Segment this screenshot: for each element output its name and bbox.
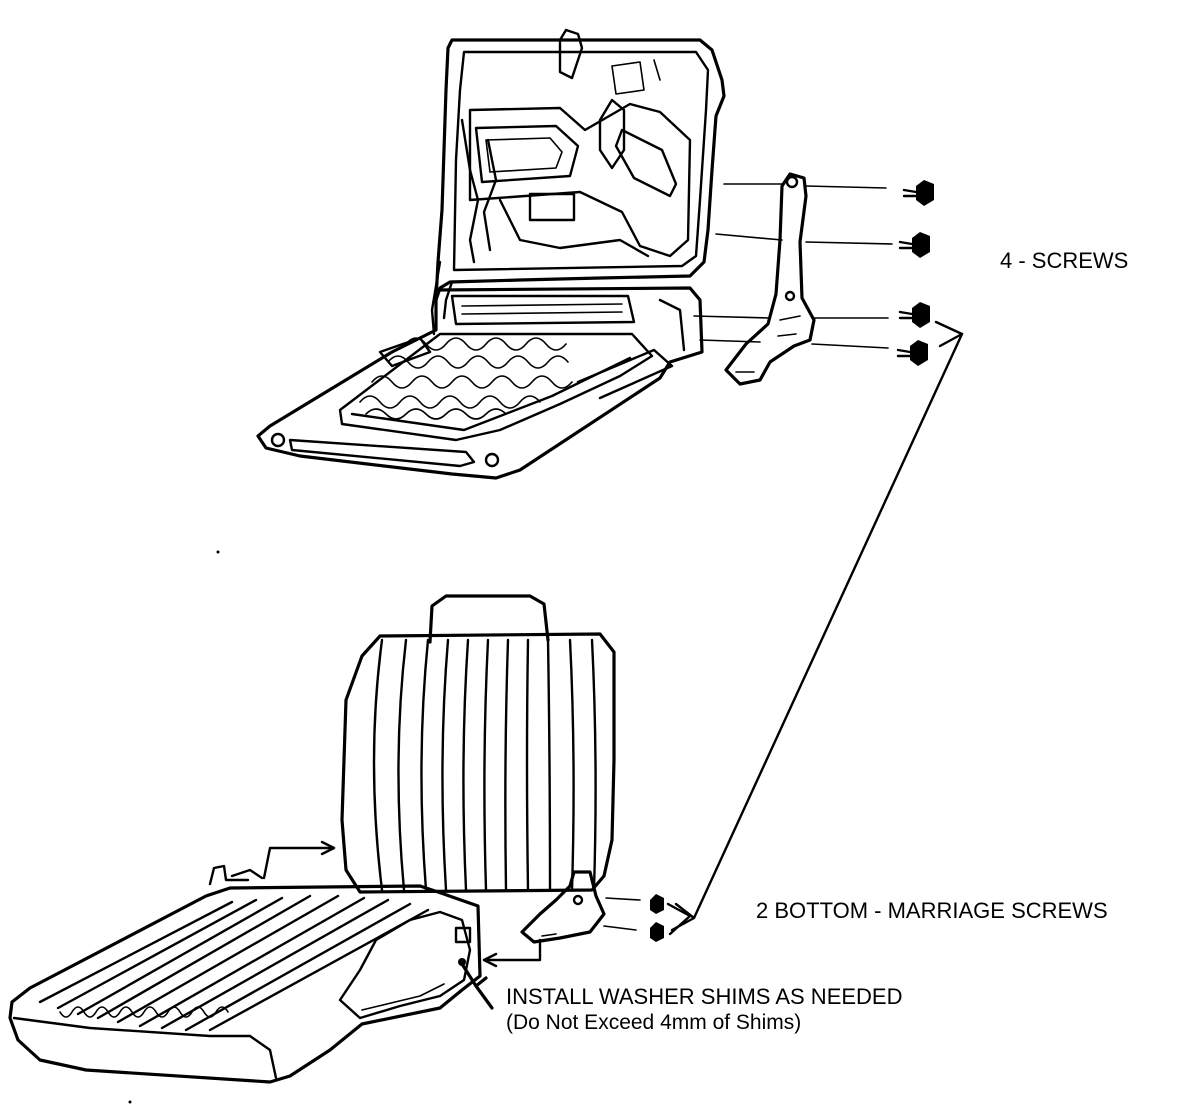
screw-icon	[902, 180, 934, 206]
screw-icon	[896, 340, 928, 366]
hinge-bracket-upper	[724, 172, 816, 386]
screw-icon	[650, 922, 664, 942]
screw-icon	[650, 894, 664, 914]
shims-label: INSTALL WASHER SHIMS AS NEEDED	[506, 984, 903, 1009]
seat-assembly	[8, 594, 641, 1084]
screw-guide-lines	[693, 183, 893, 349]
marriage-screws-label: 2 BOTTOM - MARRIAGE SCREWS	[756, 898, 1108, 923]
shims-leader	[460, 962, 494, 1010]
shims-note: (Do Not Exceed 4mm of Shims)	[506, 1011, 802, 1034]
seat-frame	[256, 28, 726, 480]
screw-icon	[898, 232, 930, 258]
four-screws-label: 4 - SCREWS	[1000, 248, 1129, 273]
screw-icon	[898, 302, 930, 328]
marriage-leader	[670, 320, 964, 932]
